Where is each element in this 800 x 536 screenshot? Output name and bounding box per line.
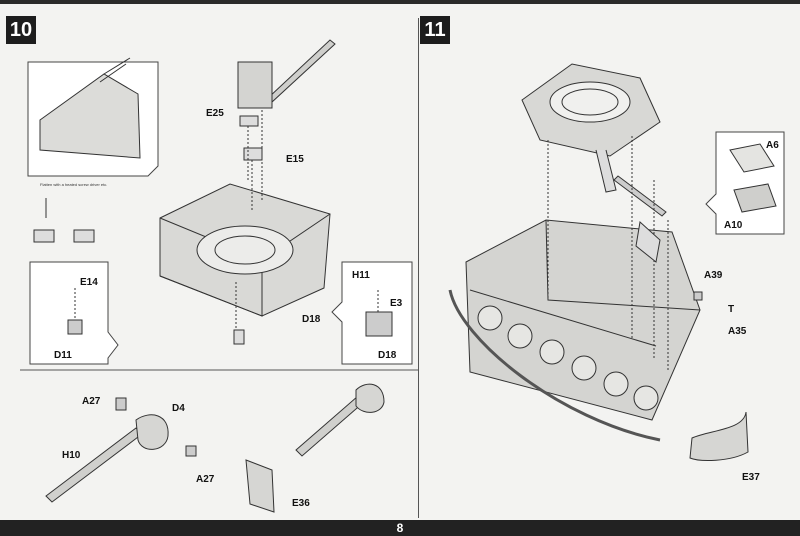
part-label-A27-bottom: A27 xyxy=(196,474,215,485)
part-label-A27-top: A27 xyxy=(82,396,101,407)
part-label-A6: A6 xyxy=(766,140,779,151)
part-label-E14: E14 xyxy=(80,277,98,288)
part-label-A35: A35 xyxy=(728,326,747,337)
part-label-A39: A39 xyxy=(704,270,723,281)
part-label-E37: E37 xyxy=(742,472,760,483)
step-10-badge: 10 xyxy=(6,16,36,44)
page-divider xyxy=(418,18,419,518)
step-11-badge: 11 xyxy=(420,16,450,44)
top-bar xyxy=(0,0,800,4)
part-label-H11: H11 xyxy=(352,270,370,281)
part-label-E15: E15 xyxy=(286,154,304,165)
part-label-T: T xyxy=(728,304,735,315)
part-label-D18-detail: D18 xyxy=(378,350,397,361)
part-label-D4: D4 xyxy=(172,403,185,414)
part-label-E36: E36 xyxy=(292,498,310,509)
part-label-H10: H10 xyxy=(62,450,81,461)
part-label-E25: E25 xyxy=(206,108,224,119)
part-label-D18: D18 xyxy=(302,314,321,325)
page-number: 8 xyxy=(396,521,404,535)
part-label-D11: D11 xyxy=(54,350,72,361)
part-label-A10: A10 xyxy=(724,220,743,231)
bottom-bar xyxy=(0,520,800,536)
flatten-note: Flatten with a heated screw driver etc. xyxy=(40,182,108,187)
part-label-E3: E3 xyxy=(390,298,403,309)
